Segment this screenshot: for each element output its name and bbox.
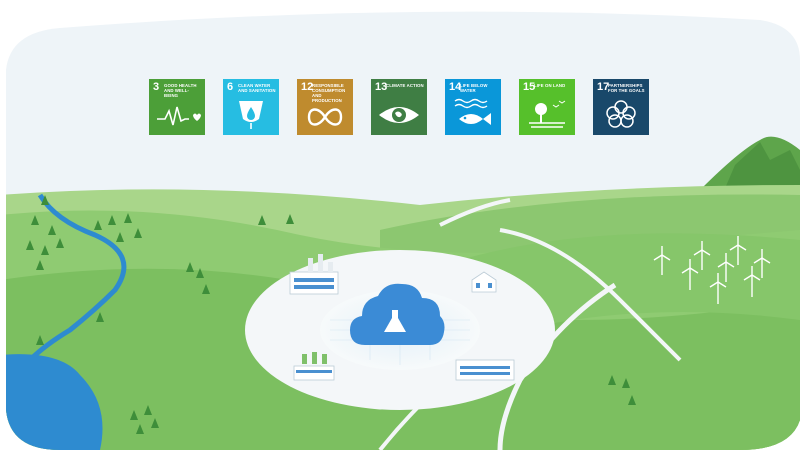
sdg-label: LIFE BELOW WATER xyxy=(460,83,488,93)
wind-turbines xyxy=(653,236,771,304)
interlocking-rings-icon xyxy=(606,100,636,128)
sdg-number: 6 xyxy=(227,81,234,93)
infinity-icon xyxy=(307,108,343,126)
river xyxy=(28,193,127,362)
sdg-tile-14: 14 LIFE BELOW WATER xyxy=(445,79,501,135)
trees xyxy=(26,195,636,434)
sdg-tile-6: 6 CLEAN WATER AND SANITATION xyxy=(223,79,279,135)
sdg-number: 12 xyxy=(301,81,314,93)
sdg-label: GOOD HEALTH AND WELL-BEING xyxy=(164,83,197,98)
sdg-label: PARTNERSHIPS FOR THE GOALS xyxy=(608,83,645,93)
sdg-number: 17 xyxy=(597,81,610,93)
sdg-tile-17: 17 PARTNERSHIPS FOR THE GOALS xyxy=(593,79,649,135)
factory xyxy=(289,254,339,295)
road xyxy=(439,198,511,227)
sdg-number: 13 xyxy=(375,81,388,93)
cloud-flask-icon xyxy=(350,283,445,345)
lake xyxy=(6,354,103,450)
sdg-number: 15 xyxy=(523,81,536,93)
sdg-label: CLIMATE ACTION xyxy=(386,83,424,88)
sdg-tile-13: 13 CLIMATE ACTION xyxy=(371,79,427,135)
sdg-tile-3: 3 GOOD HEALTH AND WELL-BEING xyxy=(149,79,205,135)
house xyxy=(471,271,497,293)
water-drop-icon xyxy=(239,101,263,129)
tree-birds-icon xyxy=(529,100,566,128)
sdg-label: RESPONSIBLE CONSUMPTION AND PRODUCTION xyxy=(312,83,346,103)
tanks xyxy=(293,352,335,381)
sdg-label: CLEAN WATER AND SANITATION xyxy=(238,83,276,93)
sdg-label: LIFE ON LAND xyxy=(534,83,566,88)
fish-icon xyxy=(454,98,491,125)
sdg-tile-15: 15 LIFE ON LAND xyxy=(519,79,575,135)
warehouse xyxy=(455,359,515,381)
heartbeat-icon xyxy=(157,106,201,126)
eye-globe-icon xyxy=(379,107,419,123)
sdg-number: 14 xyxy=(449,81,462,93)
sdg-goals-row: 3 GOOD HEALTH AND WELL-BEING 6 CLEAN WAT… xyxy=(149,79,649,135)
sdg-tile-12: 12 RESPONSIBLE CONSUMPTION AND PRODUCTIO… xyxy=(297,79,353,135)
sdg-number: 3 xyxy=(153,81,160,93)
